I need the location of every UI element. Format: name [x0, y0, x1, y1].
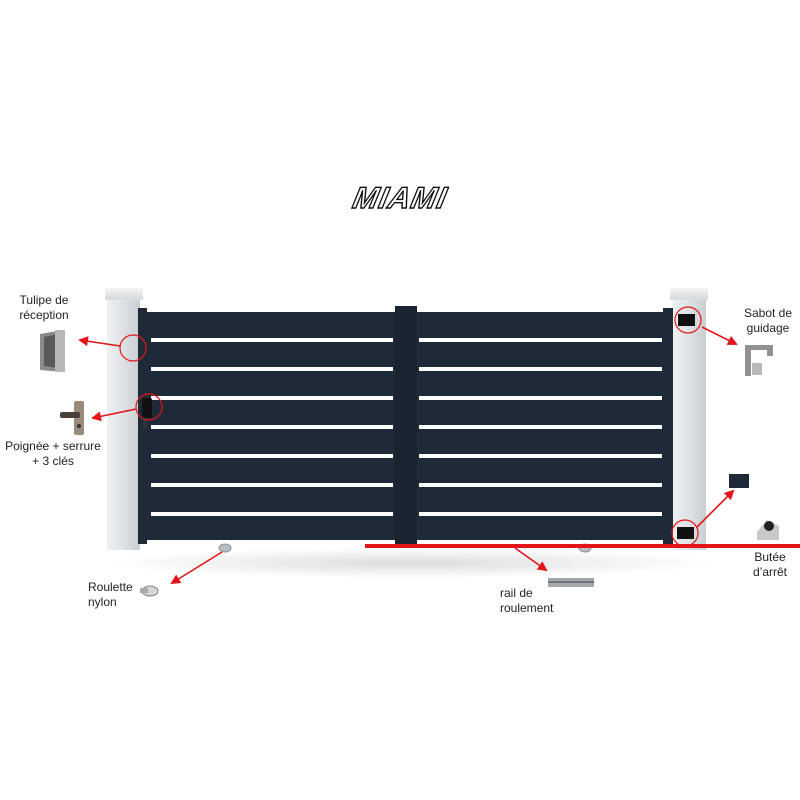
highlight-circle-sabot: [674, 306, 702, 334]
guide-block-on-gate: [678, 314, 695, 326]
rolling-rail-icon: [548, 578, 594, 587]
nylon-wheel-icon: [140, 585, 159, 597]
arrow-roulette: [170, 551, 223, 585]
arrow-handle: [91, 408, 137, 422]
gate-slat-gaps: [151, 338, 662, 516]
label-poignee: Poignée + serrure + 3 clés: [5, 439, 101, 468]
left-pillar: [107, 300, 140, 550]
highlight-circle-tulipe: [119, 334, 147, 362]
guide-shoe-icon: [745, 345, 773, 376]
left-pillar-cap: [105, 288, 143, 300]
label-sabot: Sabot de guidage: [743, 306, 793, 335]
stop-block-on-gate: [677, 527, 694, 539]
label-roulette: Roulette nylon: [88, 580, 133, 609]
gate-center-post: [395, 306, 417, 544]
stop-block-icon: [729, 474, 779, 540]
handle-lock-icon: [60, 401, 84, 435]
right-pillar: [673, 300, 706, 550]
arrow-sabot: [701, 326, 738, 345]
arrow-rail: [514, 547, 548, 572]
right-pillar-cap: [670, 288, 708, 300]
arrow-butee: [696, 489, 735, 528]
label-tulipe: Tulipe de réception: [19, 293, 69, 322]
label-rail: rail de roulement: [500, 586, 554, 615]
label-butee: Butée d’arrêt: [752, 550, 787, 579]
arrow-tulipe: [78, 336, 121, 347]
gate-handle-icon: [142, 398, 152, 428]
rolling-rail: [365, 544, 800, 548]
highlight-circle-handle: [135, 393, 163, 421]
highlight-circle-butee: [671, 519, 699, 547]
receiving-tulip-icon: [40, 330, 65, 372]
